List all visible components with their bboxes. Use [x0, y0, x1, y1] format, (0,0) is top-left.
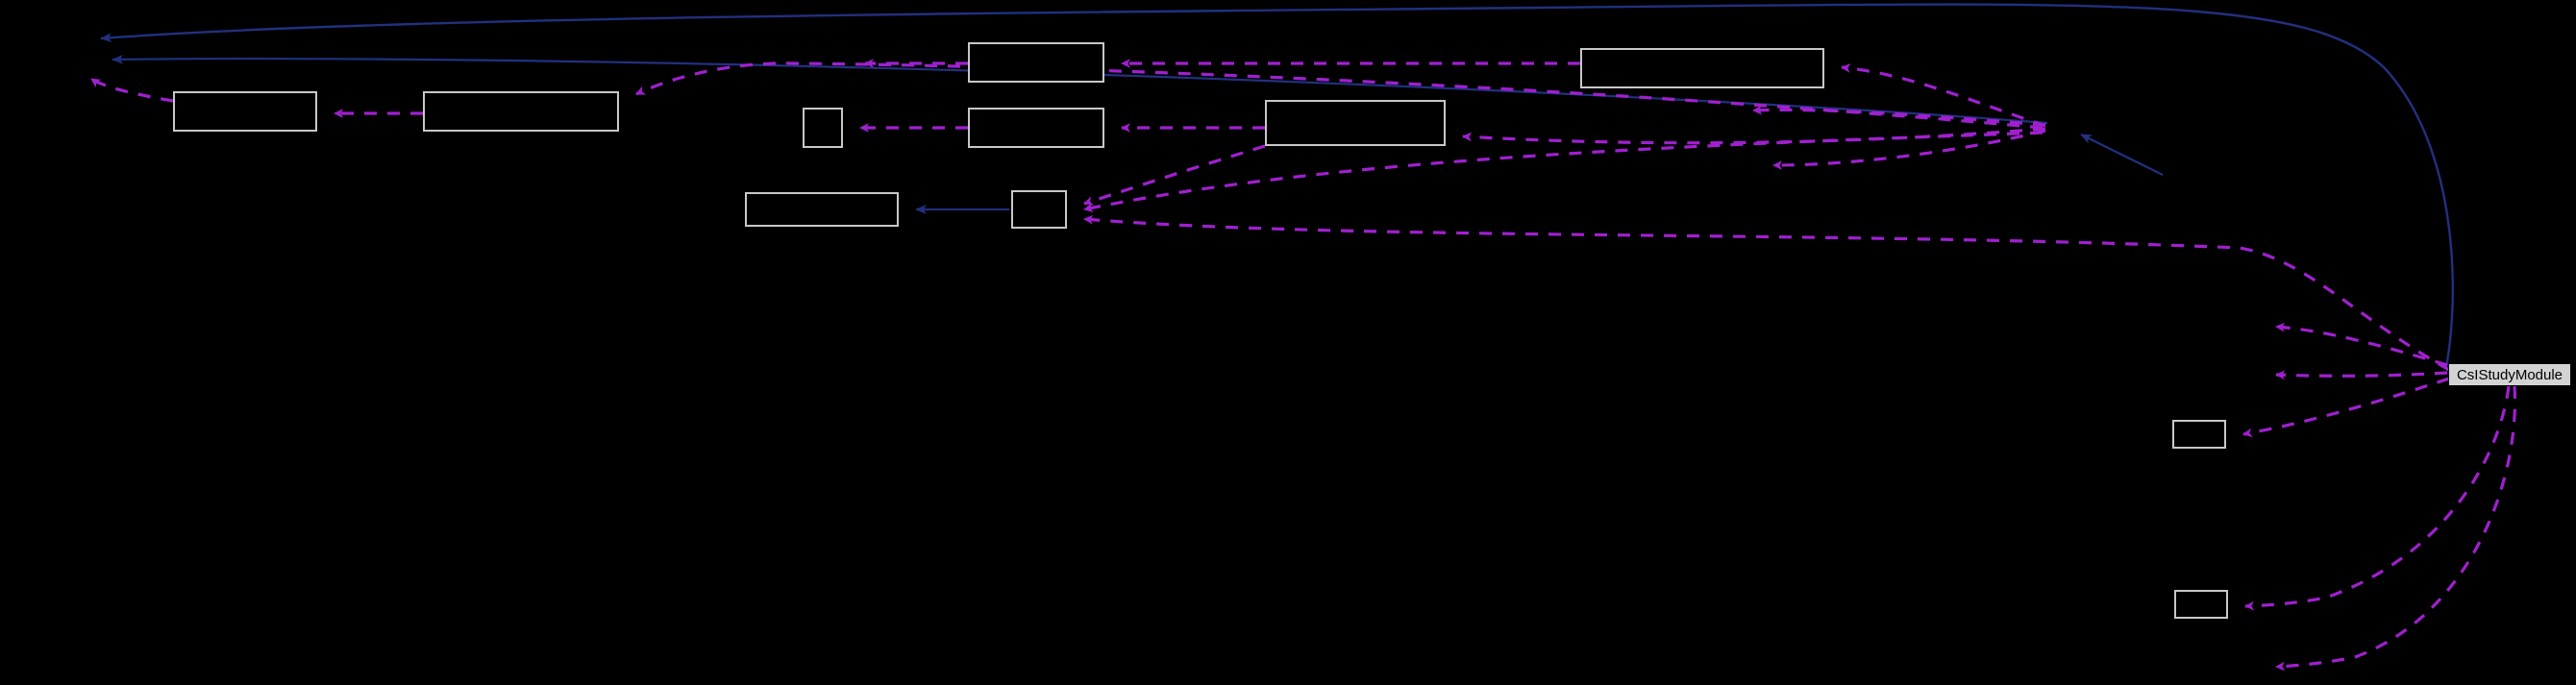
edge-dashed-hub-free-1: [1752, 105, 2046, 127]
edge-dashed-n11-n9: [2242, 377, 2450, 438]
edge-dashed-n11-free-1: [2275, 322, 2448, 367]
graph-node-0[interactable]: [173, 91, 317, 132]
graph-node-2[interactable]: [968, 42, 1104, 83]
edge-dashed-hub-free-2: [1772, 129, 2046, 170]
edge-dashed-n0-left: [90, 77, 174, 103]
edge-dashed-n11-n10: [2244, 385, 2511, 611]
graph-node-6[interactable]: [1265, 100, 1446, 146]
graph-node-5[interactable]: [968, 108, 1104, 148]
edge-dashed-n6-n8: [1083, 144, 1266, 206]
edge-dashed-n11-free-2: [2275, 370, 2448, 380]
edge-dashed-hub-n8: [1083, 131, 2043, 212]
edge-dashed-n11-free-bottom: [2275, 385, 2517, 672]
graph-node-7[interactable]: [745, 192, 899, 227]
edges-inheritance-solid: [100, 3, 2454, 368]
graph-node-3[interactable]: [1580, 48, 1824, 88]
graph-node-4[interactable]: [803, 108, 843, 148]
edges-caller-dashed: [90, 59, 2517, 672]
graph-node-csistudymodule[interactable]: CsIStudyModule: [2448, 363, 2571, 386]
edge-dashed-hub-n6: [1462, 127, 2046, 145]
graph-node-9[interactable]: [2172, 420, 2226, 449]
graph-node-8[interactable]: [1011, 190, 1067, 229]
edge-dashed-hub-n3: [1841, 63, 2046, 128]
graph-node-1[interactable]: [423, 91, 619, 132]
edge-dashed-n11-n8: [1083, 214, 2450, 372]
graph-node-csistudymodule-label: CsIStudyModule: [2456, 366, 2564, 383]
graph-node-10[interactable]: [2174, 590, 2228, 619]
edge-solid-top-loop: [100, 3, 2454, 368]
edge-solid-hub-inbound: [2080, 134, 2164, 176]
